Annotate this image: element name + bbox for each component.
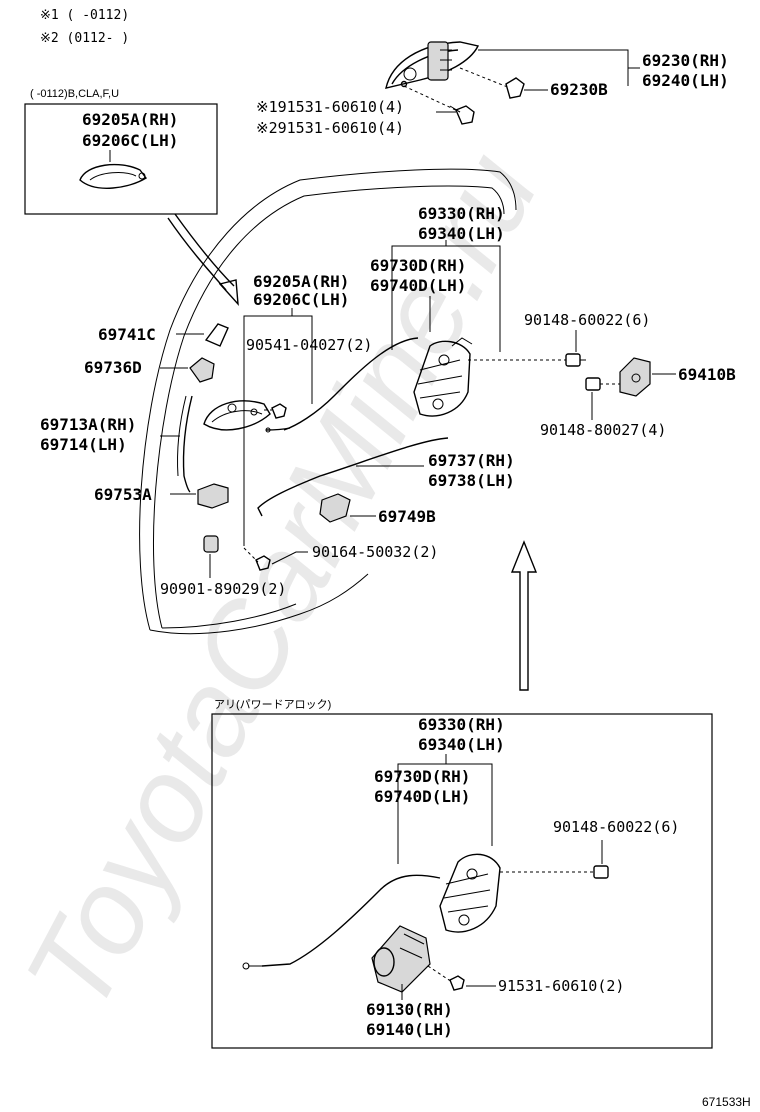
inset-label-69205A: 69205A(RH) — [82, 110, 178, 129]
label-69713A: 69713A(RH) — [40, 415, 136, 434]
label-69205A: 69205A(RH) — [253, 272, 349, 291]
lower-label-69330: 69330(RH) — [418, 715, 505, 734]
label-69740D: 69740D(LH) — [370, 276, 466, 295]
lock-knob-69753A-drawing — [197, 483, 229, 509]
rod-guide-69736D-drawing — [189, 357, 215, 383]
lower-label-69730D: 69730D(RH) — [374, 767, 470, 786]
lower-label-69140: 69140(LH) — [366, 1020, 453, 1039]
label-69753A: 69753A — [94, 485, 152, 504]
outside-handle-drawing — [385, 41, 480, 89]
note-2: ※2 (0112- ) — [40, 31, 129, 46]
lock-actuator-motor-drawing — [371, 925, 431, 993]
label-s2-91531: ※291531-60610(4) — [256, 119, 404, 137]
screw-91531-drawing — [449, 105, 475, 125]
label-69230B: 69230B — [550, 80, 608, 99]
note-1: ※1 ( -0112) — [40, 8, 129, 23]
inset-box — [24, 103, 218, 215]
lower-label-69130: 69130(RH) — [366, 1000, 453, 1019]
inside-handle-drawing — [203, 400, 271, 431]
label-69714: 69714(LH) — [40, 435, 127, 454]
striker-69410B-drawing — [619, 357, 651, 397]
inset-caption: ( -0112)B,CLA,F,U — [30, 88, 119, 100]
label-90164-50032: 90164-50032(2) — [312, 543, 438, 561]
lower-label-90148-60022: 90148-60022(6) — [553, 818, 679, 836]
lower-box — [211, 713, 713, 1049]
clip-69749B-drawing — [319, 493, 351, 523]
label-69749B: 69749B — [378, 507, 436, 526]
lower-screw-90148-drawing — [593, 865, 609, 879]
label-s1-91531: ※191531-60610(4) — [256, 98, 404, 116]
label-69410B: 69410B — [678, 365, 736, 384]
door-lock-latch-drawing — [413, 337, 473, 417]
label-90541-04027: 90541-04027(2) — [246, 336, 372, 354]
bezel-69741C-drawing — [204, 323, 229, 347]
inset-label-69206C: 69206C(LH) — [82, 131, 178, 150]
label-69240: 69240(LH) — [642, 71, 729, 90]
lower-label-69740D: 69740D(LH) — [374, 787, 470, 806]
lower-label-91531-60610: 91531-60610(2) — [498, 977, 624, 995]
lower-latch-drawing — [439, 853, 501, 933]
screw-90148-60022-drawing — [565, 353, 586, 367]
label-69738-lh: 69738(LH) — [428, 471, 515, 490]
label-69206C: 69206C(LH) — [253, 290, 349, 309]
lower-screw-91531-drawing — [449, 975, 465, 991]
label-90148-60022: 90148-60022(6) — [524, 311, 650, 329]
label-69741C: 69741C — [98, 325, 156, 344]
inside-handle-inset-drawing — [79, 163, 148, 189]
door-outline — [139, 168, 517, 635]
screw-90164-drawing — [255, 555, 271, 571]
label-69330: 69330(RH) — [418, 204, 505, 223]
clip-69230B-drawing — [505, 77, 525, 99]
label-69230: 69230(RH) — [642, 51, 729, 70]
lower-box-caption: アリ(パワードアロック) — [214, 698, 331, 711]
label-69730D: 69730D(RH) — [370, 256, 466, 275]
screw-90148-80027-drawing — [585, 377, 601, 391]
diagram-code: 671533H — [702, 1095, 751, 1109]
screw-90541-drawing — [271, 403, 287, 419]
label-69340: 69340(LH) — [418, 224, 505, 243]
lower-label-69340: 69340(LH) — [418, 735, 505, 754]
label-90901-89029: 90901-89029(2) — [160, 580, 286, 598]
label-69736D: 69736D — [84, 358, 142, 377]
label-69737: 69737(RH) — [428, 451, 515, 470]
cushion-90901-drawing — [203, 535, 219, 553]
label-90148-80027: 90148-80027(4) — [540, 421, 666, 439]
